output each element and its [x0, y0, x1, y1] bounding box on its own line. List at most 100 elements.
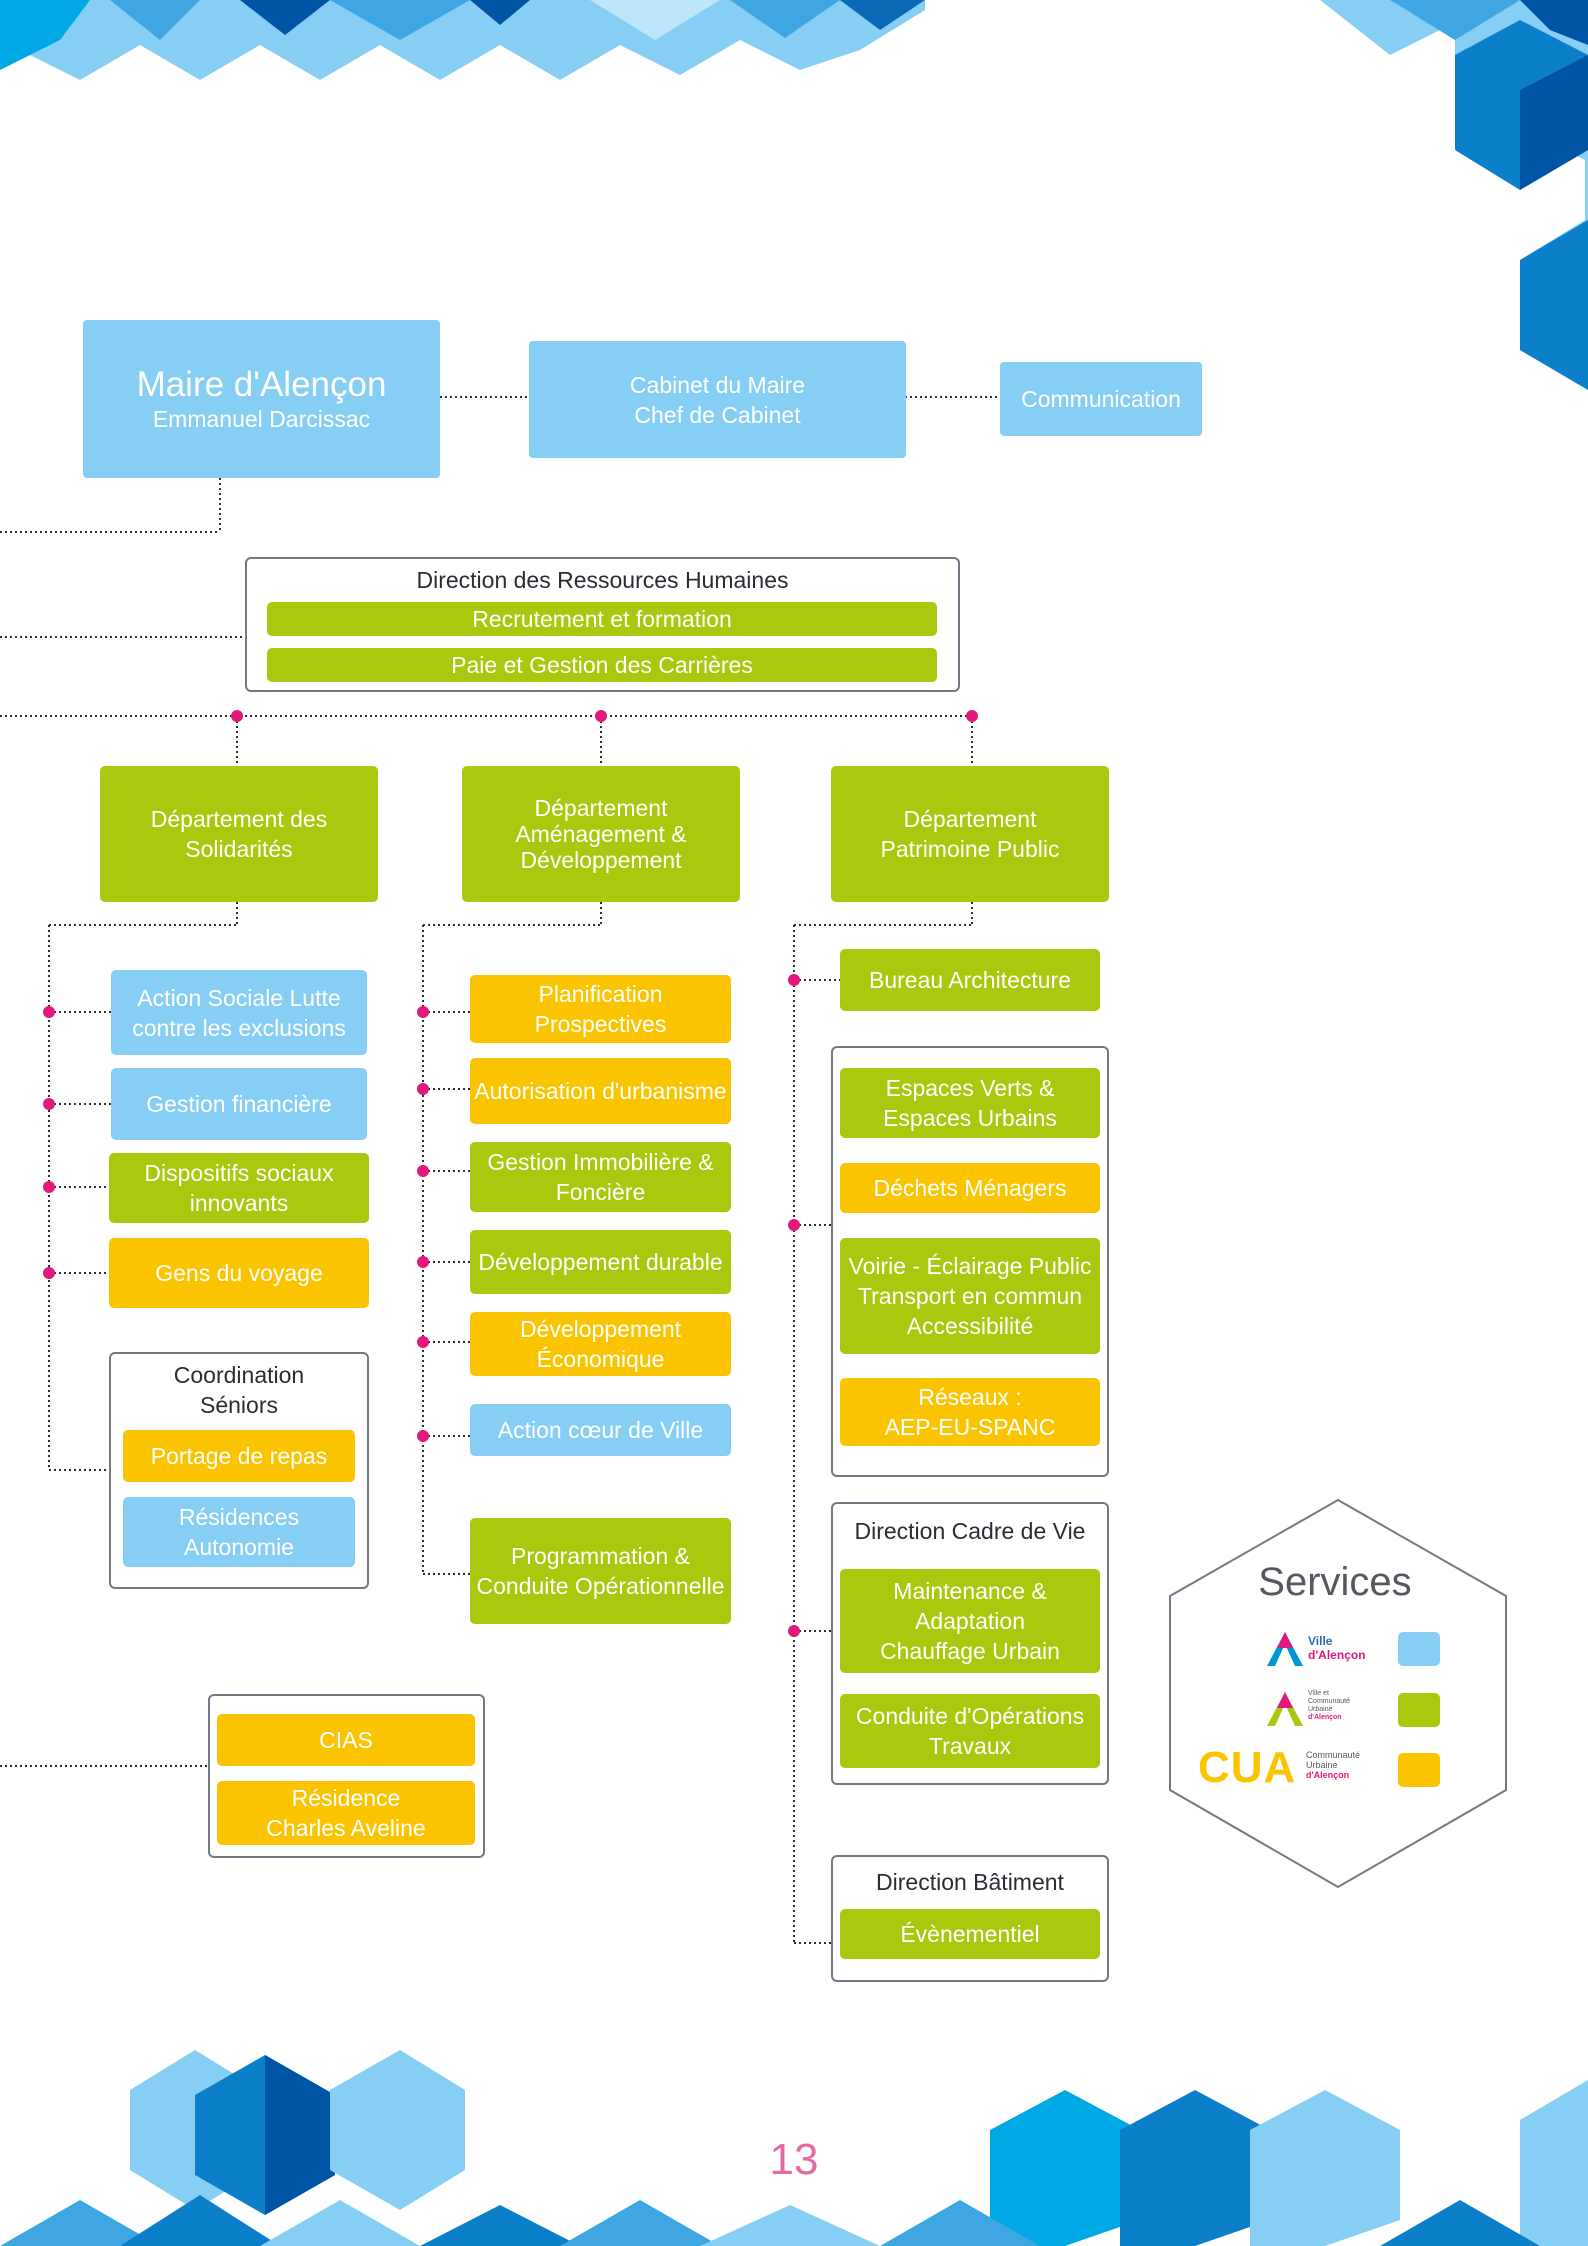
communication-box: Communication	[1000, 362, 1202, 436]
service-label: Portage de repas	[150, 1443, 328, 1469]
mayor-name: Emmanuel Darcissac	[152, 406, 371, 432]
service-action-coeur-de-ville: Action cœur de Ville	[470, 1404, 731, 1456]
legend-logo-ville-cua: Ville et Communauté Urbaine d'Alençon	[1308, 1690, 1350, 1722]
service-label: AEP-EU-SPANC	[884, 1414, 1056, 1440]
service-espaces-verts: Espaces Verts & Espaces Urbains	[840, 1068, 1100, 1138]
service-label: Économique	[536, 1346, 665, 1372]
service-label: Autorisation d'urbanisme	[474, 1078, 727, 1104]
ville-alencon-logo-icon	[1267, 1632, 1303, 1666]
service-label: Chauffage Urbain	[880, 1638, 1060, 1664]
service-label: innovants	[189, 1190, 289, 1216]
department-label: Département	[534, 795, 668, 821]
service-dechets-menagers: Déchets Ménagers	[840, 1163, 1100, 1213]
service-developpement-durable: Développement durable	[470, 1230, 731, 1294]
service-label: Dispositifs sociaux	[144, 1160, 334, 1186]
service-label: Bureau Architecture	[868, 967, 1071, 993]
logo-text: Communauté	[1306, 1750, 1361, 1760]
legend-logo-cua-word: CUA	[1198, 1743, 1297, 1792]
mayor-title: Maire d'Alençon	[136, 365, 387, 404]
logo-text: Ville et	[1308, 1690, 1329, 1697]
service-label: Résidences	[178, 1504, 300, 1530]
service-label: Déchets Ménagers	[873, 1175, 1067, 1201]
service-bureau-architecture: Bureau Architecture	[840, 949, 1100, 1011]
service-label: Développement durable	[478, 1249, 723, 1275]
logo-text: Communauté	[1308, 1698, 1351, 1705]
cias-frame: CIAS Résidence Charles Aveline	[208, 1694, 485, 1858]
service-label: Évènementiel	[900, 1921, 1040, 1947]
department-patrimoine: Département Patrimoine Public	[831, 766, 1109, 902]
batiment-title: Direction Bâtiment	[876, 1869, 1064, 1895]
service-label: Conduite Opérationnelle	[476, 1573, 725, 1599]
cadre-de-vie-title: Direction Cadre de Vie	[854, 1518, 1086, 1544]
service-dispositifs-sociaux: Dispositifs sociaux innovants	[109, 1153, 369, 1223]
service-gestion-financiere: Gestion financière	[111, 1068, 367, 1140]
legend-logo-ville: Ville d'Alençon	[1308, 1634, 1366, 1662]
service-label: contre les exclusions	[132, 1014, 346, 1041]
frame-title-line: Coordination	[173, 1362, 305, 1388]
department-label: Département des	[150, 806, 328, 832]
bottom-left-hexagon-band	[0, 2050, 880, 2246]
service-label: Foncière	[555, 1179, 646, 1205]
service-reseaux: Réseaux : AEP-EU-SPANC	[840, 1378, 1100, 1446]
cabinet-box: Cabinet du Maire Chef de Cabinet	[529, 341, 906, 458]
service-portage-repas: Portage de repas	[123, 1430, 355, 1482]
drh-item: Recrutement et formation	[267, 602, 937, 636]
service-label: Travaux	[928, 1733, 1012, 1759]
frame-title-line: Séniors	[200, 1392, 278, 1418]
department-label: Aménagement &	[515, 821, 687, 847]
coordination-seniors-frame: Coordination Séniors Portage de repas Ré…	[109, 1352, 369, 1589]
communication-label: Communication	[1021, 386, 1181, 412]
service-label: Planification	[538, 981, 663, 1007]
service-label: Accessibilité	[906, 1313, 1034, 1339]
drh-item-label: Paie et Gestion des Carrières	[451, 652, 753, 678]
service-label: Résidence	[291, 1785, 401, 1811]
department-amenagement: Département Aménagement & Développement	[462, 766, 740, 902]
service-gens-du-voyage: Gens du voyage	[109, 1238, 369, 1308]
legend-swatch-cua	[1398, 1753, 1440, 1787]
department-label: Développement	[520, 847, 682, 873]
logo-text: d'Alençon	[1308, 1648, 1366, 1662]
department-solidarites: Département des Solidarités	[100, 766, 378, 902]
service-label: Autonomie	[184, 1534, 294, 1560]
service-label: Charles Aveline	[266, 1815, 426, 1841]
cadre-de-vie-frame: Direction Cadre de Vie Maintenance & Ada…	[831, 1502, 1109, 1785]
service-label: Action cœur de Ville	[497, 1417, 704, 1443]
service-developpement-economique: Développement Économique	[470, 1312, 731, 1376]
logo-text: d'Alençon	[1306, 1770, 1350, 1780]
patrimoine-services-frame: Espaces Verts & Espaces Urbains Déchets …	[831, 1046, 1109, 1477]
logo-text: Urbaine	[1308, 1706, 1333, 1713]
service-label: Conduite d'Opérations	[855, 1703, 1085, 1729]
legend-title: Services	[1258, 1560, 1412, 1604]
page-number: 13	[769, 2135, 819, 2184]
service-label: Programmation &	[511, 1543, 690, 1569]
cabinet-line1: Cabinet du Maire	[629, 371, 806, 398]
drh-title: Direction des Ressources Humaines	[416, 567, 789, 593]
service-label: Réseaux :	[918, 1384, 1022, 1410]
drh-item: Paie et Gestion des Carrières	[267, 648, 937, 682]
service-label: Prospectives	[534, 1011, 667, 1037]
service-residences-autonomie: Résidences Autonomie	[123, 1497, 355, 1567]
service-gestion-immobiliere: Gestion Immobilière & Foncière	[470, 1142, 731, 1212]
department-label: Patrimoine Public	[880, 836, 1060, 862]
bottom-right-hexagon-band	[880, 2080, 1588, 2246]
mayor-box: Maire d'Alençon Emmanuel Darcissac	[83, 320, 440, 478]
batiment-frame: Direction Bâtiment Évènementiel	[831, 1855, 1109, 1982]
service-action-sociale: Action Sociale Lutte contre les exclusio…	[111, 970, 367, 1055]
service-planification: Planification Prospectives	[470, 975, 731, 1043]
service-label: Espaces Urbains	[883, 1105, 1057, 1131]
service-maintenance: Maintenance & Adaptation Chauffage Urbai…	[840, 1569, 1100, 1673]
service-conduite-operations: Conduite d'Opérations Travaux	[840, 1694, 1100, 1768]
department-label: Département	[903, 806, 1037, 832]
service-cias: CIAS	[217, 1714, 475, 1766]
service-label: Action Sociale Lutte	[137, 984, 341, 1011]
service-label: Transport en commun	[857, 1283, 1083, 1309]
department-label: Solidarités	[185, 836, 293, 862]
service-voirie: Voirie - Éclairage Public Transport en c…	[840, 1238, 1100, 1354]
logo-text: d'Alençon	[1308, 1714, 1342, 1721]
top-hexagon-band	[0, 0, 925, 80]
service-label: Voirie - Éclairage Public	[848, 1253, 1092, 1279]
service-label: CIAS	[319, 1727, 373, 1753]
coordination-seniors-title: Coordination Séniors	[111, 1360, 367, 1420]
